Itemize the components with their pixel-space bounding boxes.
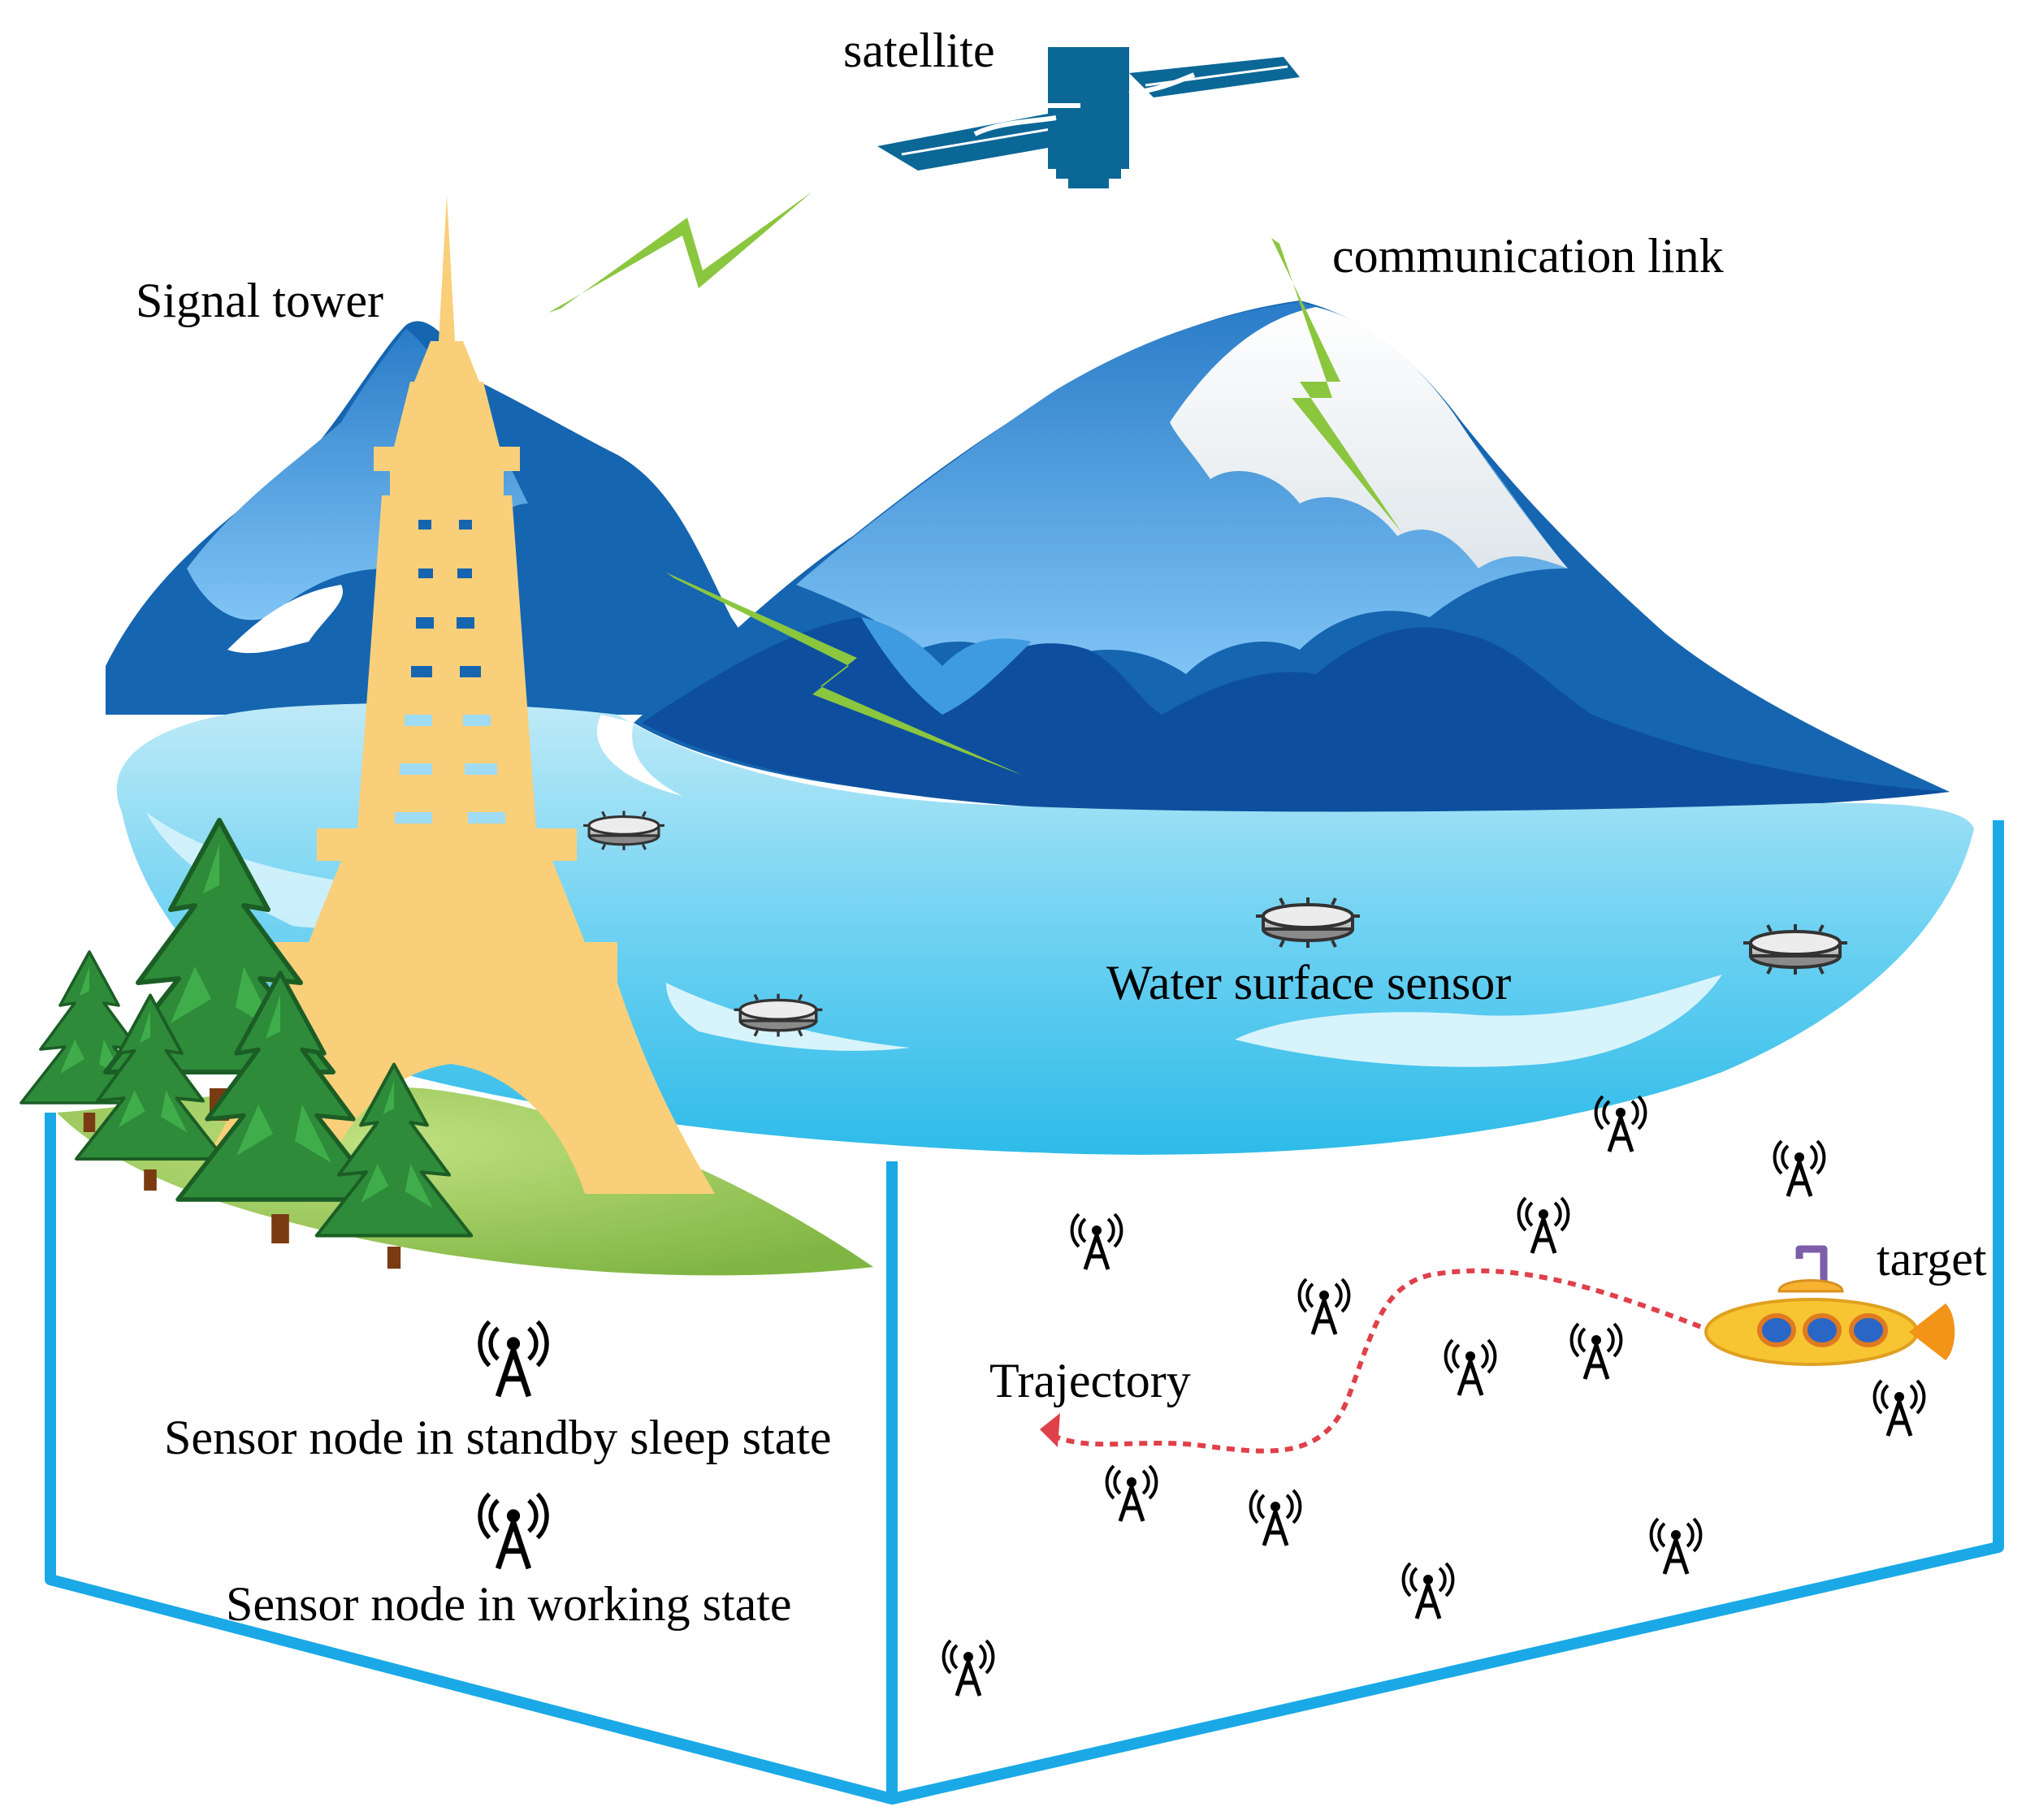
satellite-icon (877, 47, 1300, 188)
legend-working-label: Sensor node in working state (226, 1577, 792, 1631)
right-mountain (634, 300, 1950, 815)
antenna-node-icon (1072, 1214, 1122, 1269)
legend-sleep-label: Sensor node in standby sleep state (164, 1411, 832, 1464)
antenna-node-icon (1875, 1381, 1924, 1436)
antenna-node-icon (1107, 1466, 1157, 1521)
antenna-node-icon (1300, 1279, 1349, 1334)
antenna-node-icon (1519, 1198, 1569, 1253)
antenna-node-icon (1446, 1340, 1496, 1395)
antenna-node-icon (944, 1641, 994, 1696)
target-trajectory (1040, 1268, 1716, 1454)
legend-working-icon (480, 1494, 547, 1569)
water-volume-box (45, 820, 2004, 1805)
trajectory-label: Trajectory (989, 1354, 1191, 1407)
target-label: target (1877, 1232, 1987, 1286)
antenna-node-icon (1652, 1519, 1701, 1574)
satellite-label: satellite (843, 24, 995, 77)
lightning-bolt-icon (548, 192, 1401, 776)
antenna-node-icon (1775, 1141, 1825, 1196)
submarine-icon (1704, 1245, 1955, 1366)
legend-sleep-icon (480, 1322, 547, 1397)
water-surface-sensor-label: Water surface sensor (1106, 956, 1511, 1009)
antenna-node-icon (1251, 1490, 1301, 1545)
signal-tower-label: Signal tower (136, 274, 383, 327)
antenna-node-icon (1572, 1324, 1621, 1379)
antenna-node-icon (1404, 1563, 1453, 1619)
communication-link-label: communication link (1332, 229, 1724, 283)
